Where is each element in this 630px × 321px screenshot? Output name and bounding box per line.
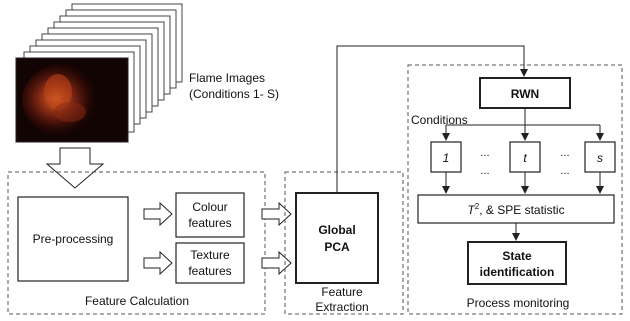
ellipsis-1-top: ... bbox=[480, 147, 489, 159]
flame-images-label: Flame Images bbox=[189, 71, 265, 85]
pca-to-rwn-connector bbox=[336, 45, 528, 193]
process-monitoring-label: Process monitoring bbox=[467, 296, 570, 310]
texture-features-label-2: features bbox=[188, 264, 231, 278]
feature-extraction-label-2: Extraction bbox=[315, 300, 368, 314]
feature-extraction-label-1: Feature bbox=[321, 285, 363, 299]
conditions-label: Conditions bbox=[411, 113, 468, 127]
feature-calculation-label: Feature Calculation bbox=[85, 294, 189, 308]
hollow-arrow-texture-to-pca-icon bbox=[261, 250, 292, 276]
preprocessing-box bbox=[17, 196, 129, 282]
global-pca-box bbox=[295, 192, 379, 284]
colour-features-label-2: features bbox=[188, 216, 231, 230]
state-identification-label-1: State bbox=[502, 249, 532, 263]
rwn-label: RWN bbox=[511, 87, 539, 101]
flame-images-conditions: (Conditions 1- S) bbox=[189, 87, 279, 101]
condition-box-s-label: s bbox=[597, 151, 603, 165]
global-pca-label-1: Global bbox=[318, 223, 355, 237]
hollow-arrow-to-texture-icon bbox=[143, 250, 173, 276]
texture-features-box bbox=[175, 242, 245, 284]
process-monitoring-section bbox=[407, 64, 623, 315]
statistic-superscript: 2 bbox=[475, 202, 480, 211]
flame-photo bbox=[15, 57, 129, 143]
global-pca-label-2: PCA bbox=[324, 240, 350, 254]
hollow-down-arrow-icon bbox=[45, 147, 105, 189]
statistic-suffix: , & SPE statistic bbox=[479, 203, 564, 217]
colour-features-label-1: Colour bbox=[192, 200, 227, 214]
colour-features-box bbox=[175, 192, 245, 238]
statistic-t-symbol: T bbox=[467, 203, 476, 217]
texture-features-label-1: Texture bbox=[190, 248, 230, 262]
feature-calculation-section bbox=[7, 171, 266, 315]
statistic-label: T2, & SPE statistic bbox=[467, 202, 564, 217]
feature-extraction-section bbox=[284, 171, 404, 315]
ellipsis-2-bottom: ... bbox=[560, 165, 569, 177]
hollow-arrow-to-colour-icon bbox=[143, 201, 173, 227]
condition-box-t-label: t bbox=[523, 151, 527, 165]
state-identification-label-2: identification bbox=[480, 265, 555, 279]
ellipsis-1-bottom: ... bbox=[480, 165, 489, 177]
preprocessing-label: Pre-processing bbox=[33, 232, 114, 246]
state-identification-box bbox=[467, 241, 567, 285]
condition-box-1-label: 1 bbox=[443, 151, 450, 165]
ellipsis-2-top: ... bbox=[560, 147, 569, 159]
hollow-arrow-colour-to-pca-icon bbox=[261, 201, 292, 227]
